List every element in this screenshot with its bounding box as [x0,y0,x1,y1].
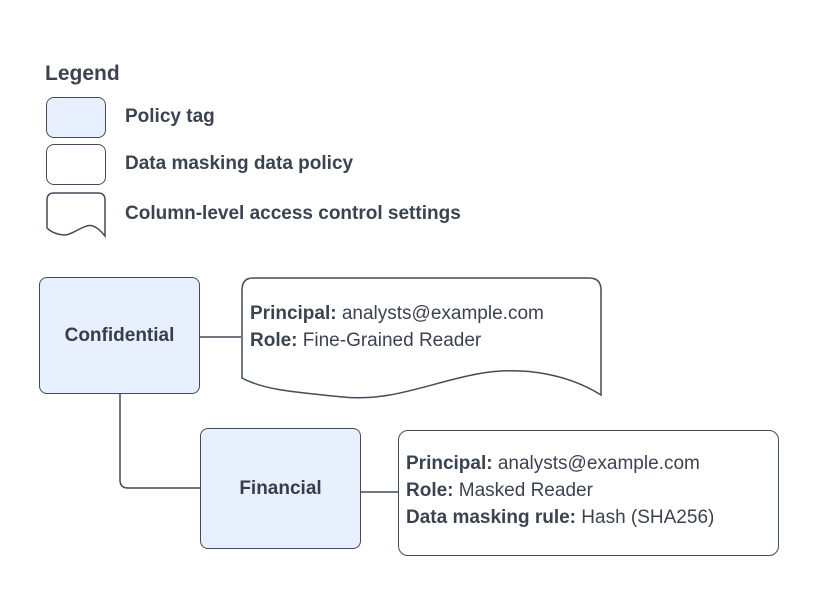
legend-swatch-access-control-settings [46,192,106,239]
legend-label-policy-tag: Policy tag [125,106,215,127]
node-confidential-settings-shape [241,277,602,399]
policy-line-masking-rule: Data masking rule: Hash (SHA256) [406,507,715,528]
settings-line-role: Role: Fine-Grained Reader [250,330,482,351]
node-confidential-label: Confidential [64,324,175,346]
legend-label-access-control-settings: Column-level access control settings [125,203,461,224]
legend-swatch-data-masking-policy [46,144,106,185]
policy-line-role: Role: Masked Reader [406,480,593,501]
node-confidential-policy-tag: Confidential [39,277,200,394]
settings-line-principal: Principal: analysts@example.com [250,303,544,324]
connector-confidential-to-financial [119,394,200,489]
node-financial-data-policy [398,430,779,556]
node-financial-data-policy-text: Principal: analysts@example.com Role: Ma… [406,450,714,531]
legend-label-data-masking-policy: Data masking data policy [125,153,354,174]
node-confidential-settings-text: Principal: analysts@example.com Role: Fi… [250,300,544,354]
policy-line-principal: Principal: analysts@example.com [406,453,700,474]
legend-title: Legend [45,62,120,85]
node-financial-policy-tag: Financial [200,428,361,549]
node-financial-label: Financial [239,477,322,499]
legend-swatch-policy-tag [46,97,106,138]
